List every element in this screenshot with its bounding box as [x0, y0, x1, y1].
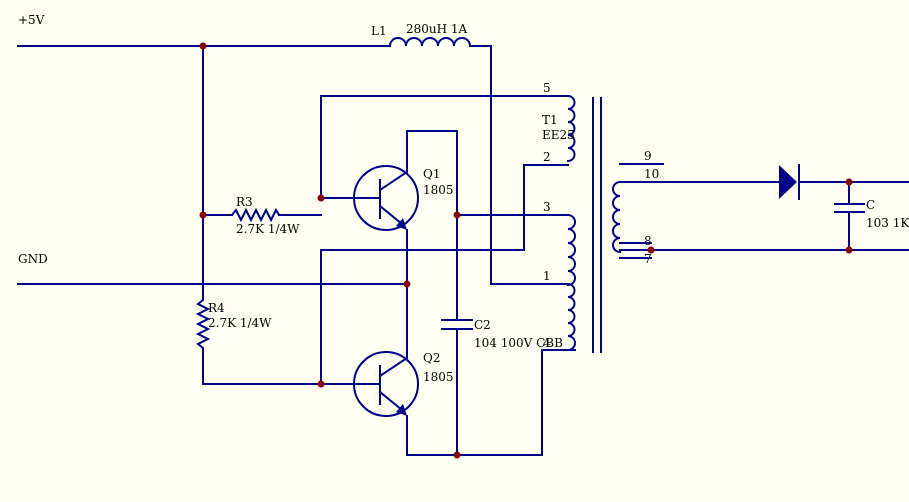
- t1-secondary: [612, 180, 622, 254]
- label-r3-ref: R3: [236, 195, 253, 209]
- label-c-val: 103 1K: [866, 216, 909, 230]
- q1-collector: [378, 130, 458, 192]
- junction-gnd: [403, 280, 411, 288]
- q1-base-feedback: [320, 95, 569, 199]
- junction-q2-base: [317, 380, 325, 388]
- label-t1-val: EE25: [542, 128, 575, 142]
- label-vcc: +5V: [18, 13, 45, 27]
- q1-emitter-arrow-icon: [396, 218, 407, 230]
- q2-emitter-arrow-icon: [396, 404, 407, 416]
- junction-vcc-bias: [199, 42, 207, 50]
- label-pin2: 2: [543, 150, 551, 164]
- t1-primary-upper: [566, 94, 576, 163]
- label-c2-ref: C2: [474, 318, 491, 332]
- label-q2-val: 1805: [423, 370, 454, 384]
- q2-collector: [378, 283, 408, 378]
- label-c-ref: C: [866, 198, 875, 212]
- label-c2-val: 104 100V CBB: [474, 336, 563, 350]
- label-r3-val: 2.7K 1/4W: [236, 222, 300, 236]
- q2-emitter-down: [406, 349, 569, 456]
- t1-primary-mid: [566, 213, 576, 287]
- label-pin4: 4: [543, 336, 551, 350]
- r4-resistor: [195, 298, 211, 350]
- label-pin9: 9: [644, 149, 652, 163]
- q1-emitter: [378, 204, 404, 226]
- label-pin10: 10: [644, 167, 659, 181]
- junction-c2-top: [453, 211, 461, 219]
- label-pin1: 1: [543, 269, 551, 283]
- label-l1-ref: L1: [371, 24, 387, 38]
- junction-c2-bottom: [453, 451, 461, 459]
- label-q1-ref: Q1: [423, 167, 440, 181]
- q2-base-feedback: [320, 164, 569, 385]
- label-r4-ref: R4: [208, 301, 225, 315]
- junction-c-top: [845, 178, 853, 186]
- label-q2-ref: Q2: [423, 351, 440, 365]
- junction-q1-base: [317, 194, 325, 202]
- t1-primary-lower: [566, 282, 576, 352]
- junction-c-bottom: [845, 246, 853, 254]
- r4-lower-lead: [202, 347, 322, 385]
- label-pin3: 3: [543, 200, 551, 214]
- r3-resistor: [230, 207, 281, 223]
- l1-inductor: [388, 37, 472, 48]
- label-pin8: 8: [644, 234, 652, 248]
- label-pin7: 7: [644, 252, 652, 266]
- label-gnd: GND: [18, 252, 48, 266]
- label-l1-val: 280uH 1A: [406, 22, 468, 36]
- junction-sec-bottom: [647, 246, 655, 254]
- label-t1-ref: T1: [542, 113, 558, 127]
- label-r4-val: 2.7K 1/4W: [208, 316, 272, 330]
- junction-r3: [199, 211, 207, 219]
- q2-emitter: [378, 390, 404, 412]
- l1-to-center-tap: [469, 45, 569, 285]
- label-q1-val: 1805: [423, 183, 454, 197]
- label-pin5: 5: [543, 81, 551, 95]
- diode-icon: [779, 165, 797, 199]
